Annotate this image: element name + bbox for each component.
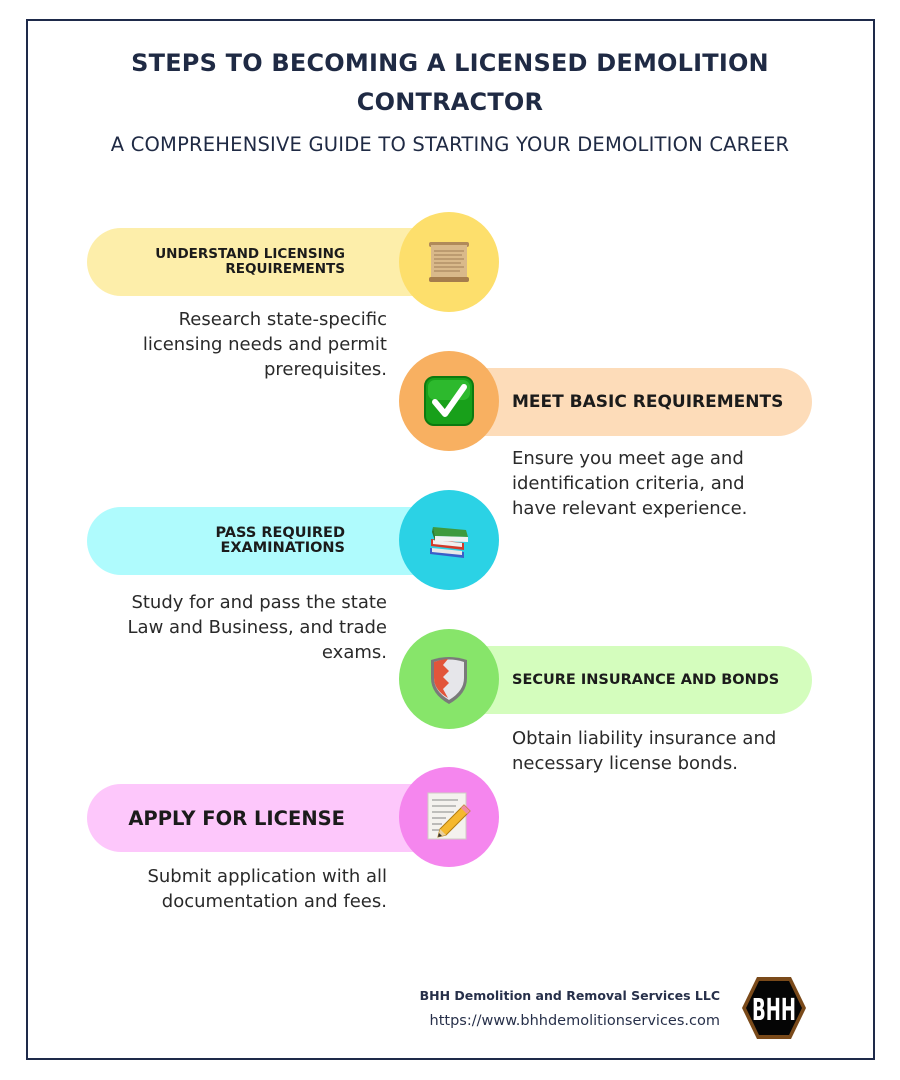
step-1-desc-line: Research state-specific (178, 309, 387, 330)
step-4-desc-line: necessary license bonds. (512, 753, 738, 774)
step-1-desc-line: prerequisites. (263, 359, 387, 380)
step-3-desc-line: Study for and pass the state (131, 592, 387, 613)
step-3-icon-circle (399, 490, 499, 590)
page-subtitle: A COMPREHENSIVE GUIDE TO STARTING YOUR D… (110, 133, 790, 156)
step-2-icon-circle (399, 351, 499, 451)
step-2-desc-line: have relevant experience. (512, 498, 748, 519)
step-5-title: APPLY FOR LICENSE (128, 806, 345, 830)
check-mark-icon (424, 376, 474, 426)
step-5-description: Submit application with all documentatio… (87, 864, 387, 914)
shield-icon (431, 657, 467, 704)
step-2-description: Ensure you meet age and identification c… (512, 446, 812, 521)
step-5-desc-line: Submit application with all (147, 866, 387, 887)
step-1-title: UNDERSTAND LICENSING REQUIREMENTS (155, 247, 345, 277)
step-4-description: Obtain liability insurance and necessary… (512, 726, 812, 776)
step-3-banner: PASS REQUIRED EXAMINATIONS (87, 507, 457, 575)
title-line-1: STEPS TO BECOMING A LICENSED DEMOLITION (131, 49, 769, 77)
company-url[interactable]: https://www.bhhdemolitionservices.com (429, 1013, 720, 1029)
step-4-desc-line: Obtain liability insurance and (512, 728, 777, 749)
logo-text: BHH (752, 993, 796, 1028)
step-2-desc-line: identification criteria, and (512, 473, 745, 494)
step-5-icon-circle (399, 767, 499, 867)
step-1-banner: UNDERSTAND LICENSING REQUIREMENTS (87, 228, 457, 296)
step-1-title-line-1: UNDERSTAND LICENSING (155, 246, 345, 262)
infographic-border (26, 19, 875, 1060)
page-title: STEPS TO BECOMING A LICENSED DEMOLITION … (0, 44, 900, 122)
step-1-icon-circle (399, 212, 499, 312)
step-2-title: MEET BASIC REQUIREMENTS (512, 391, 784, 412)
step-2-banner: MEET BASIC REQUIREMENTS (440, 368, 812, 436)
step-3-desc-line: Law and Business, and trade (127, 617, 387, 638)
step-3-title: PASS REQUIRED EXAMINATIONS (215, 525, 345, 556)
step-4-banner: SECURE INSURANCE AND BONDS (440, 646, 812, 714)
title-line-2: CONTRACTOR (356, 88, 544, 116)
step-5-desc-line: documentation and fees. (161, 891, 387, 912)
step-3-desc-line: exams. (321, 642, 387, 663)
step-1-desc-line: licensing needs and permit (142, 334, 387, 355)
step-5-banner: APPLY FOR LICENSE (87, 784, 457, 852)
step-4-title: SECURE INSURANCE AND BONDS (512, 671, 780, 688)
bhh-logo-icon: BHH (742, 977, 806, 1039)
step-2-desc-line: Ensure you meet age and (512, 448, 744, 469)
step-3-description: Study for and pass the state Law and Bus… (87, 590, 387, 665)
step-1-description: Research state-specific licensing needs … (87, 307, 387, 382)
company-name: BHH Demolition and Removal Services LLC (419, 988, 720, 1003)
books-icon (430, 527, 468, 558)
company-logo: BHH (741, 975, 807, 1041)
memo-pencil-icon (427, 792, 471, 840)
step-4-icon-circle (399, 629, 499, 729)
step-1-title-line-2: REQUIREMENTS (225, 261, 345, 277)
scroll-icon (429, 242, 469, 282)
